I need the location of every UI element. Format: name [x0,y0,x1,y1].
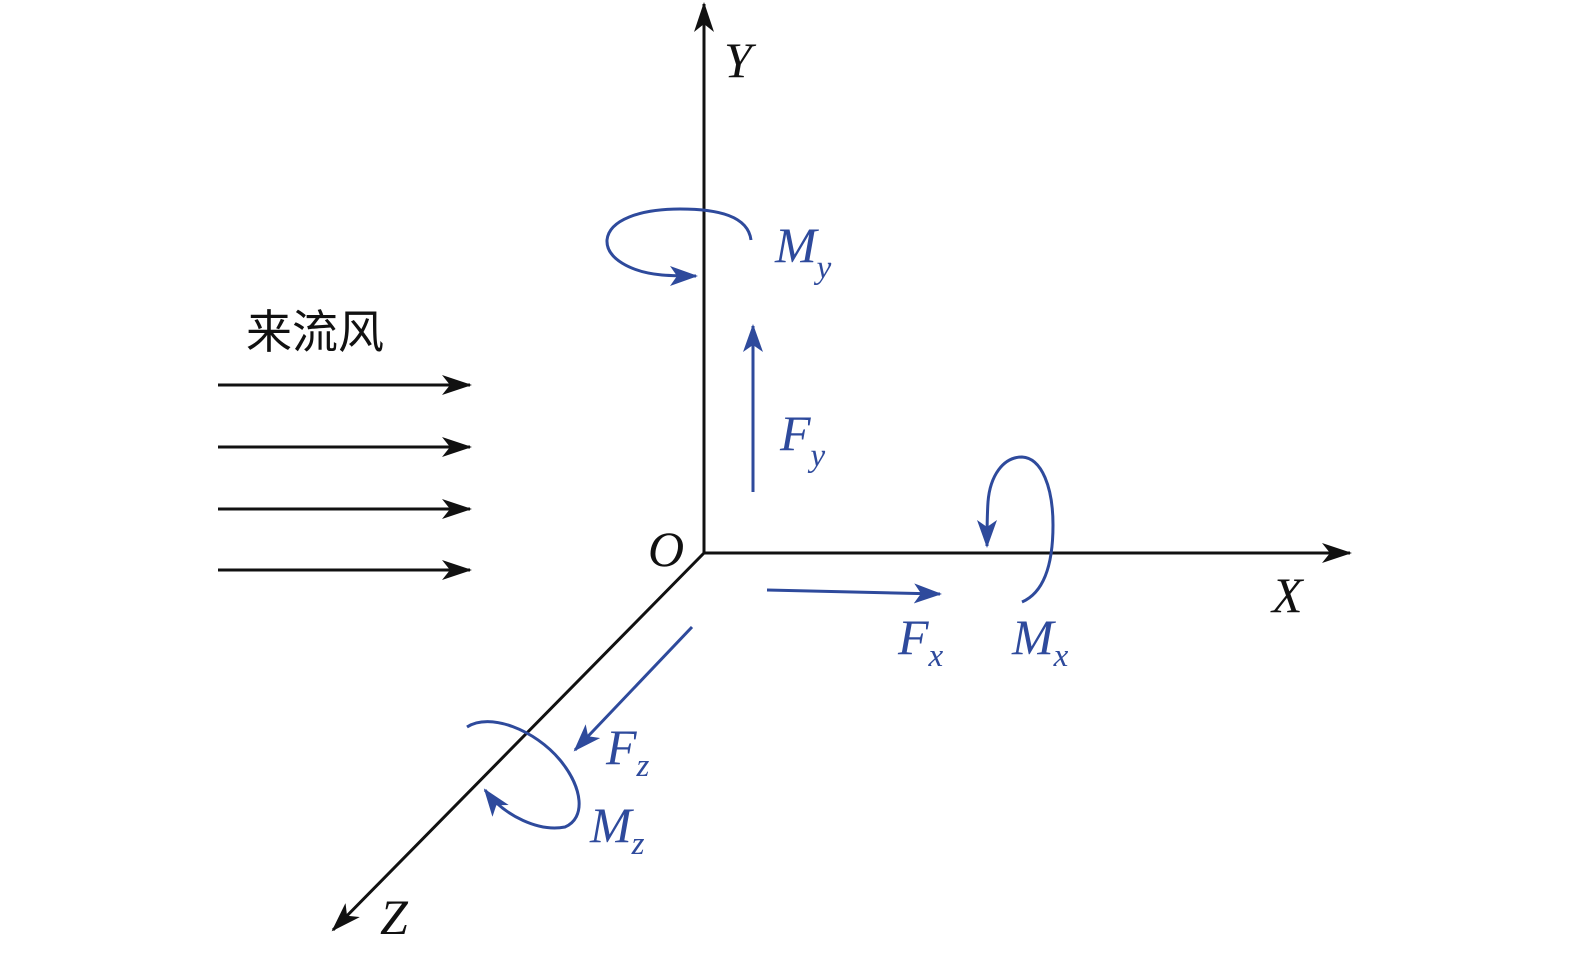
x-axis-label: X [1270,567,1305,623]
mx-label: Mx [1011,609,1069,674]
fy-label-sub: y [808,438,826,474]
mx-arc [977,455,1055,604]
fz-label-main: F [605,719,637,775]
mz-arc [466,720,581,830]
force-arrows [573,324,942,752]
axes-group [331,2,1352,932]
moment-arcs [466,207,1055,830]
fy-label-main: F [779,405,811,461]
mz-label-main: M [589,797,634,853]
fy-label: Fy [779,405,826,474]
my-label-main: M [774,217,819,273]
wind-arrows [218,375,472,580]
fx-arrow [766,583,942,604]
mx-label-main: M [1011,609,1056,665]
origin-label: O [648,521,684,577]
z-axis-label: Z [380,889,409,945]
my-label-sub: y [814,250,832,286]
fz-label: Fz [605,719,650,784]
fx-label-main: F [897,609,929,665]
wind-label: 来流风 [246,305,384,359]
z-axis [331,551,706,932]
mz-label-sub: z [631,826,645,862]
mz-label: Mz [589,797,645,862]
my-label: My [774,217,832,286]
mx-label-sub: x [1053,638,1069,674]
fx-label: Fx [897,609,944,674]
fz-label-sub: z [636,748,650,784]
y-axis-label: Y [724,32,757,88]
fx-label-sub: x [928,638,944,674]
my-arc [605,207,753,286]
fz-arrow [573,625,694,752]
